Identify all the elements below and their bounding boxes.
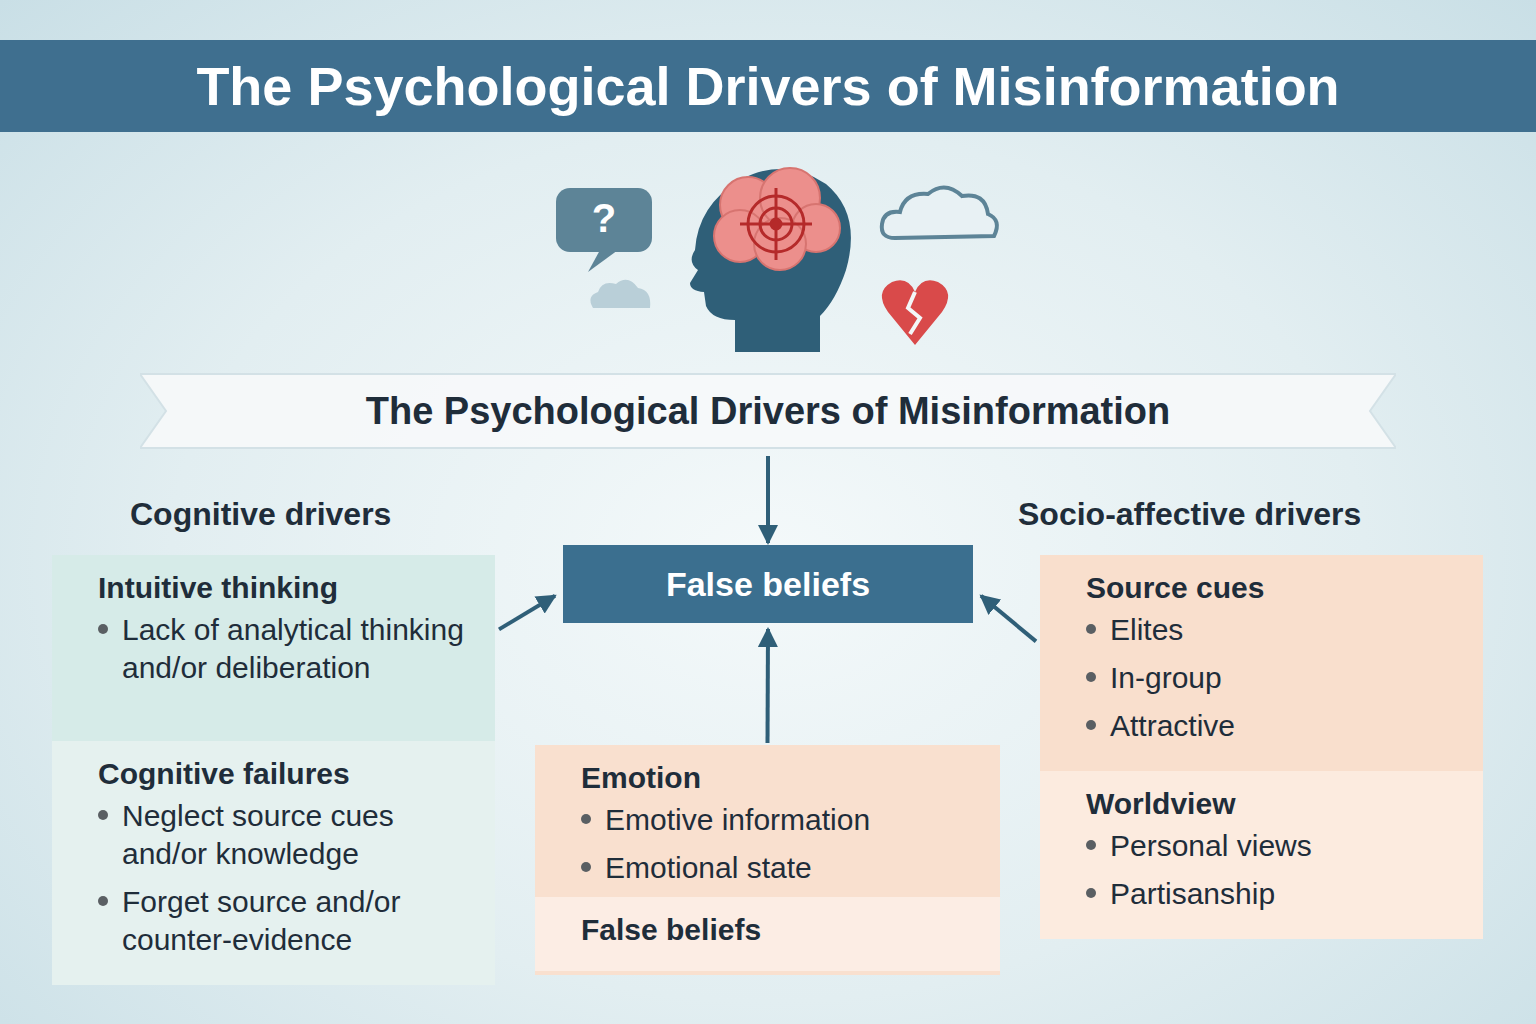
- bullet-dot: [98, 810, 108, 820]
- bullet-dot: [1086, 840, 1096, 850]
- bullet-text: Attractive: [1110, 707, 1235, 745]
- bullet-item: Neglect source cues and/or knowledge: [98, 797, 471, 873]
- bullet-text: Forget source and/or counter-evidence: [122, 883, 471, 959]
- result-box: False beliefs: [563, 545, 973, 623]
- cloud: [882, 187, 997, 238]
- arrow-connector: [766, 629, 771, 743]
- panel-heading: Intuitive thinking: [98, 571, 471, 605]
- box-label: False beliefs: [666, 565, 870, 604]
- bullet-item: Forget source and/or counter-evidence: [98, 883, 471, 959]
- panel-heading: False beliefs: [581, 913, 976, 947]
- bullet-text: In-group: [1110, 659, 1222, 697]
- bullet-text: Neglect source cues and/or knowledge: [122, 797, 471, 873]
- text-panel: EmotionEmotive informationEmotional stat…: [535, 745, 1000, 975]
- broken-heart: [882, 280, 948, 345]
- bullet-item: Emotional state: [581, 849, 976, 887]
- text-panel: WorldviewPersonal viewsPartisanship: [1040, 771, 1483, 939]
- bullet-item: Partisanship: [1086, 875, 1459, 913]
- text-panel: Intuitive thinkingLack of analytical thi…: [52, 555, 495, 741]
- bullet-dot: [98, 624, 108, 634]
- ribbon-text: The Psychological Drivers of Misinformat…: [306, 390, 1231, 433]
- panel-section: False beliefs: [535, 897, 1000, 971]
- panel-heading: Source cues: [1086, 571, 1459, 605]
- icon-symbol: ?: [556, 196, 652, 241]
- target: [740, 188, 812, 260]
- bullet-dot: [581, 814, 591, 824]
- bullet-item: Lack of analytical thinking and/or delib…: [98, 611, 471, 687]
- bullet-text: Emotional state: [605, 849, 812, 887]
- text-panel: Cognitive failuresNeglect source cues an…: [52, 741, 495, 985]
- bullet-item: In-group: [1086, 659, 1459, 697]
- arrow-connector: [499, 596, 555, 630]
- arrow-connector: [981, 596, 1036, 642]
- title-band: The Psychological Drivers of Misinformat…: [0, 40, 1536, 132]
- group-heading: Cognitive drivers: [130, 496, 391, 533]
- bullet-dot: [1086, 624, 1096, 634]
- brain: [714, 168, 840, 270]
- ribbon-banner: The Psychological Drivers of Misinformat…: [140, 368, 1396, 454]
- arrow-connector: [766, 456, 770, 543]
- cloud: [590, 280, 650, 308]
- group-heading: Socio-affective drivers: [1018, 496, 1361, 533]
- bullet-dot: [581, 862, 591, 872]
- bullet-item: Emotive information: [581, 801, 976, 839]
- bullet-text: Elites: [1110, 611, 1183, 649]
- bullet-item: Attractive: [1086, 707, 1459, 745]
- speech-bubble: [556, 188, 652, 272]
- title-text: The Psychological Drivers of Misinformat…: [196, 55, 1339, 117]
- bullet-dot: [1086, 888, 1096, 898]
- panel-heading: Worldview: [1086, 787, 1459, 821]
- bullet-dot: [1086, 672, 1096, 682]
- bullet-text: Emotive information: [605, 801, 870, 839]
- text-panel: Source cuesElitesIn-groupAttractive: [1040, 555, 1483, 771]
- bullet-dot: [98, 896, 108, 906]
- bullet-item: Personal views: [1086, 827, 1459, 865]
- bullet-text: Personal views: [1110, 827, 1312, 865]
- bullet-text: Lack of analytical thinking and/or delib…: [122, 611, 471, 687]
- bullet-item: Elites: [1086, 611, 1459, 649]
- head-silhouette: [690, 169, 851, 352]
- panel-heading: Cognitive failures: [98, 757, 471, 791]
- bullet-text: Partisanship: [1110, 875, 1275, 913]
- panel-heading: Emotion: [581, 761, 976, 795]
- bullet-dot: [1086, 720, 1096, 730]
